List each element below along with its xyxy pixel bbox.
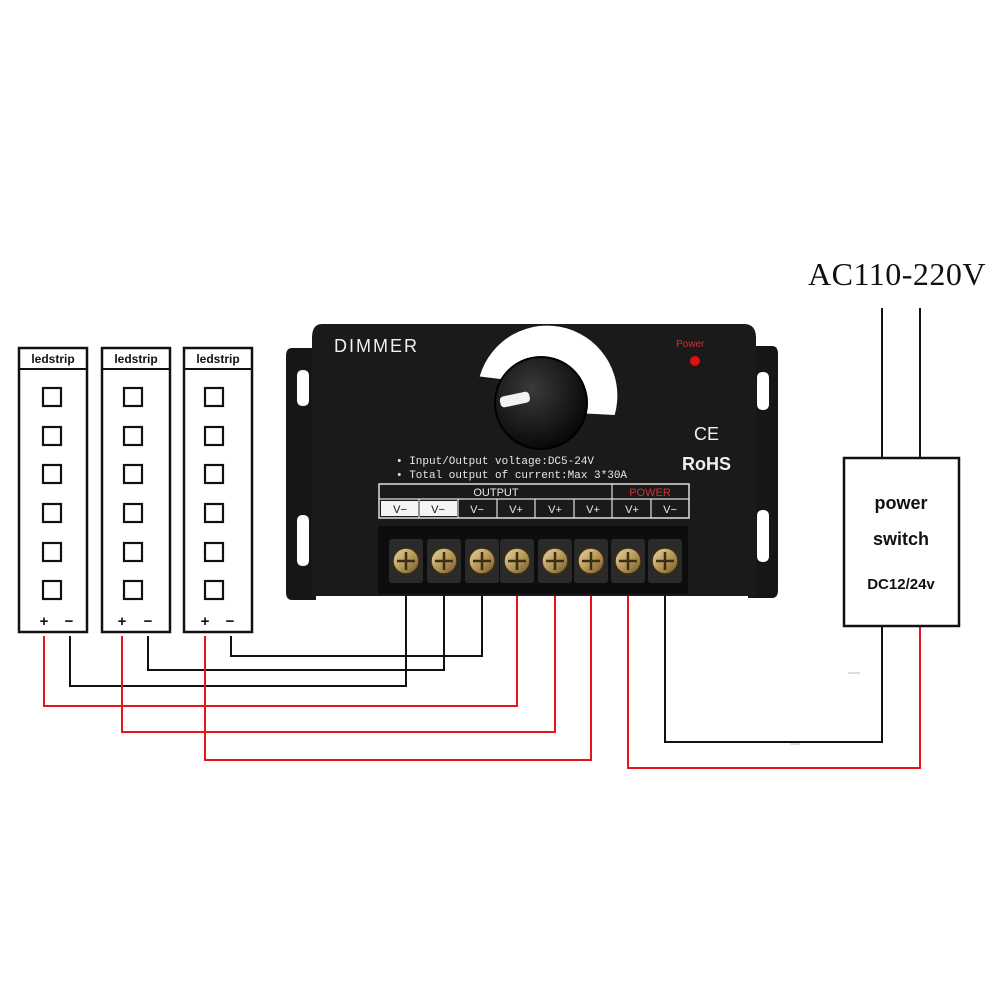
ledstrip-3: ledstrip + − <box>182 346 254 634</box>
led-cell <box>122 425 144 447</box>
stray-dashes <box>790 672 860 745</box>
rohs-mark: RoHS <box>682 454 731 474</box>
screw-terminal-icon[interactable] <box>611 539 645 583</box>
output-header: OUTPUT <box>473 487 519 499</box>
led-cell <box>122 541 144 563</box>
screw-terminal-icon[interactable] <box>389 539 423 583</box>
led-cells <box>41 386 63 601</box>
plus-terminal-label: + <box>118 613 127 630</box>
ledstrip-1: ledstrip + − <box>17 346 89 634</box>
screw-terminal-icon[interactable] <box>500 539 534 583</box>
red-wires <box>43 586 921 769</box>
dimmer-device: DIMMER Power • Input/Output voltage:DC5-… <box>286 324 778 600</box>
ce-mark: CE <box>694 424 719 444</box>
led-cell <box>41 502 63 524</box>
spec-current: • Total output of current:Max 3*30A <box>396 470 627 482</box>
led-cells <box>203 386 225 601</box>
terminal-label: V− <box>393 504 407 516</box>
power-switch-line3: DC12/24v <box>867 576 935 593</box>
led-cell <box>122 502 144 524</box>
power-led-icon <box>690 356 700 366</box>
left-mount-slot-bottom <box>297 515 309 566</box>
terminal-label: V− <box>431 504 445 516</box>
dimmer-title: DIMMER <box>334 336 419 356</box>
ledstrip-label: ledstrip <box>114 352 157 366</box>
led-cell <box>41 463 63 485</box>
ledstrip-label: ledstrip <box>31 352 74 366</box>
power-switch-box: power switch DC12/24v <box>842 456 961 628</box>
plus-terminal-label: + <box>40 613 49 630</box>
led-cell <box>203 425 225 447</box>
wire-strip3-plus <box>204 586 592 761</box>
terminal-label-fill-1 <box>381 501 418 516</box>
wire-power-plus <box>627 586 921 769</box>
led-cell <box>122 463 144 485</box>
wire-strip1-plus <box>43 586 518 707</box>
led-cell <box>41 541 63 563</box>
screw-terminal-icon[interactable] <box>574 539 608 583</box>
led-cell <box>122 579 144 601</box>
minus-terminal-label: − <box>65 613 74 630</box>
led-cell <box>41 579 63 601</box>
led-cell <box>203 463 225 485</box>
ledstrip-label: ledstrip <box>196 352 239 366</box>
minus-terminal-label: − <box>226 613 235 630</box>
led-cell <box>203 386 225 408</box>
spec-voltage: • Input/Output voltage:DC5-24V <box>396 456 594 468</box>
terminal-label-dividers <box>418 499 652 518</box>
wire-strip2-plus <box>121 586 556 733</box>
led-cell <box>203 579 225 601</box>
terminal-label: V+ <box>586 504 600 516</box>
power-switch-line1: power <box>874 493 927 513</box>
led-cells <box>122 386 144 601</box>
wire-strip1-minus <box>69 590 407 687</box>
wire-power-minus <box>664 590 883 743</box>
led-cell <box>41 425 63 447</box>
left-mount-slot-top <box>297 370 309 406</box>
terminal-label: V− <box>470 504 484 516</box>
power-switch-line2: switch <box>873 529 929 549</box>
screw-terminal-icon[interactable] <box>465 539 499 583</box>
wire-strip3-minus <box>230 590 483 657</box>
plus-terminal-label: + <box>201 613 210 630</box>
screw-terminal-icon[interactable] <box>427 539 461 583</box>
led-cell <box>203 541 225 563</box>
black-wires <box>69 308 921 743</box>
screw-terminal-icon[interactable] <box>538 539 572 583</box>
ledstrip-2: ledstrip + − <box>100 346 172 634</box>
dimmer-knob-icon[interactable] <box>494 356 588 450</box>
screw-terminal-icon[interactable] <box>648 539 682 583</box>
terminal-label-fill-2 <box>420 501 457 516</box>
led-cell <box>41 386 63 408</box>
terminal-label-strip: OUTPUT POWER V− V− V− V+ V+ V+ V+ V− <box>378 483 690 519</box>
screw-terminals <box>389 539 682 583</box>
right-mount-slot-top <box>757 372 769 410</box>
terminal-label: V+ <box>548 504 562 516</box>
terminal-label: V+ <box>625 504 639 516</box>
terminal-label: V+ <box>509 504 523 516</box>
power-header: POWER <box>629 487 671 499</box>
led-cell <box>203 502 225 524</box>
power-indicator-label: Power <box>676 339 705 350</box>
wire-strip2-minus <box>147 590 445 671</box>
terminal-label: V− <box>663 504 677 516</box>
led-cell <box>122 386 144 408</box>
ac-input-label: AC110-220V <box>808 256 987 292</box>
minus-terminal-label: − <box>144 613 153 630</box>
right-mount-slot-bottom <box>757 510 769 562</box>
